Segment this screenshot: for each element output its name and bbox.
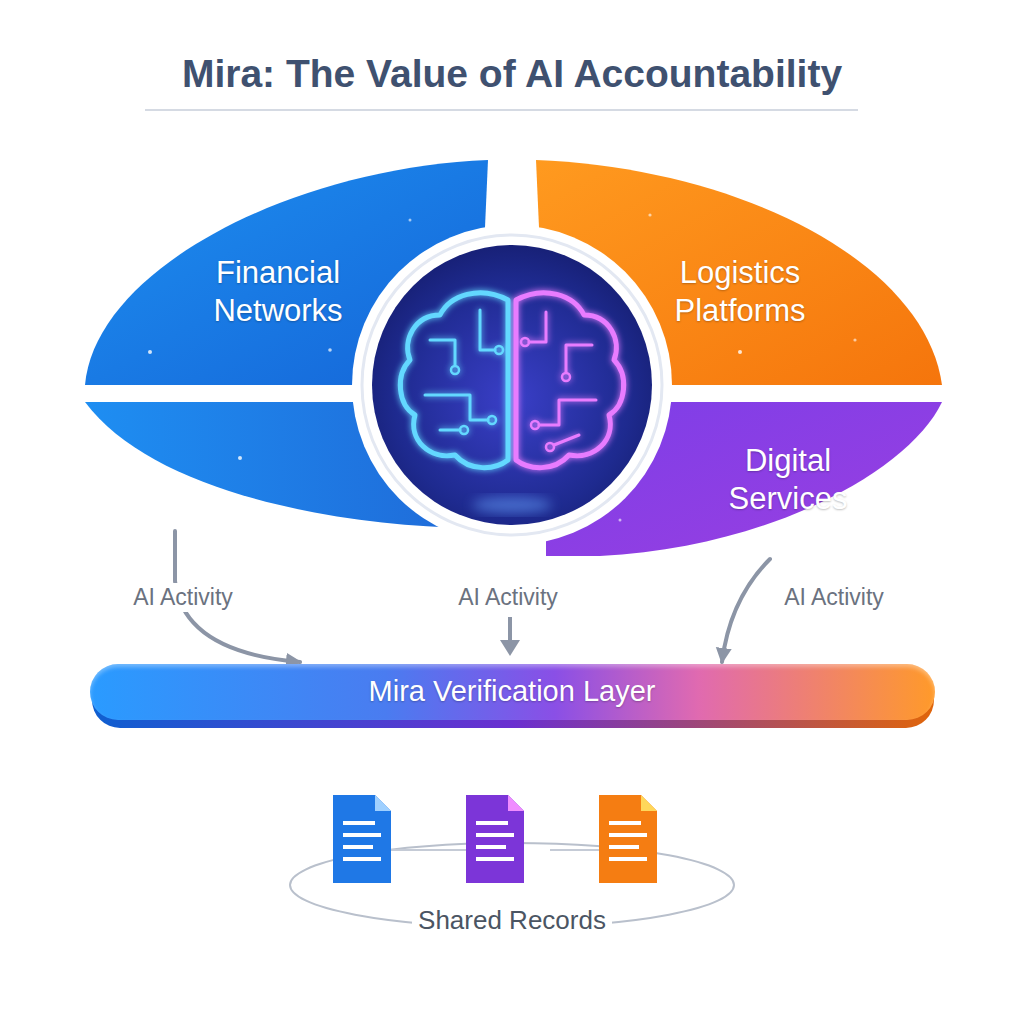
node-label: Mira Verification Layer [162, 674, 862, 709]
activity-arrow [508, 617, 512, 642]
flow-label: AI Activity [454, 583, 562, 612]
center-core [372, 245, 652, 525]
node-label: Logistics Platforms [620, 254, 860, 330]
domain-panel: Digital Services [546, 402, 942, 556]
title-rule [145, 109, 858, 111]
center-ring-line [362, 235, 662, 535]
domain-panel: Logistics Platforms [540, 160, 942, 385]
records-group: Shared Records [287, 785, 737, 945]
edge-label: AI Activity [129, 583, 237, 612]
edge-label: AI Activity [780, 583, 888, 612]
arrow-head [500, 640, 520, 656]
activity-arrow [722, 559, 770, 662]
verification-band: Mira Verification Layer [90, 664, 935, 720]
domain-panel: Financial Networks [85, 160, 485, 528]
title: Mira: The Value of AI Accountability [0, 52, 1024, 96]
node-label: Shared Records [412, 905, 612, 937]
node-label: Financial Networks [168, 254, 388, 330]
brain-icon [400, 293, 623, 468]
node-label: Digital Services [683, 442, 893, 518]
document-icons [333, 795, 657, 883]
center-ring [352, 225, 672, 545]
